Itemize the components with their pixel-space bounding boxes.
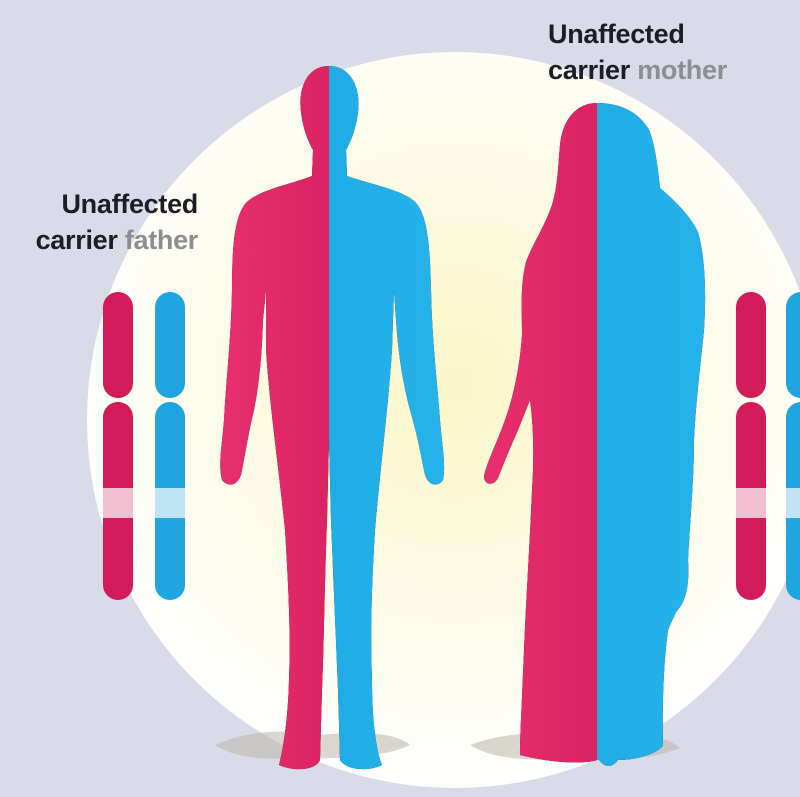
father-label-line2: carrier father xyxy=(20,222,198,258)
mother-label-line2: carrier mother xyxy=(548,52,727,88)
mother-label-carrier: carrier xyxy=(548,55,630,85)
mother-label-role: mother xyxy=(637,55,727,85)
father-chromosome-red xyxy=(103,292,133,600)
father-label: Unaffected carrier father xyxy=(20,186,198,258)
mother-label-line1: Unaffected xyxy=(548,16,727,52)
mother-chromosome-blue xyxy=(786,292,800,600)
mother-label: Unaffected carrier mother xyxy=(548,16,727,88)
father-label-role: father xyxy=(125,225,198,255)
father-label-line1: Unaffected xyxy=(20,186,198,222)
father-label-carrier: carrier xyxy=(36,225,118,255)
father-chromosome-blue xyxy=(155,292,185,600)
mother-chromosome-red xyxy=(736,292,766,600)
